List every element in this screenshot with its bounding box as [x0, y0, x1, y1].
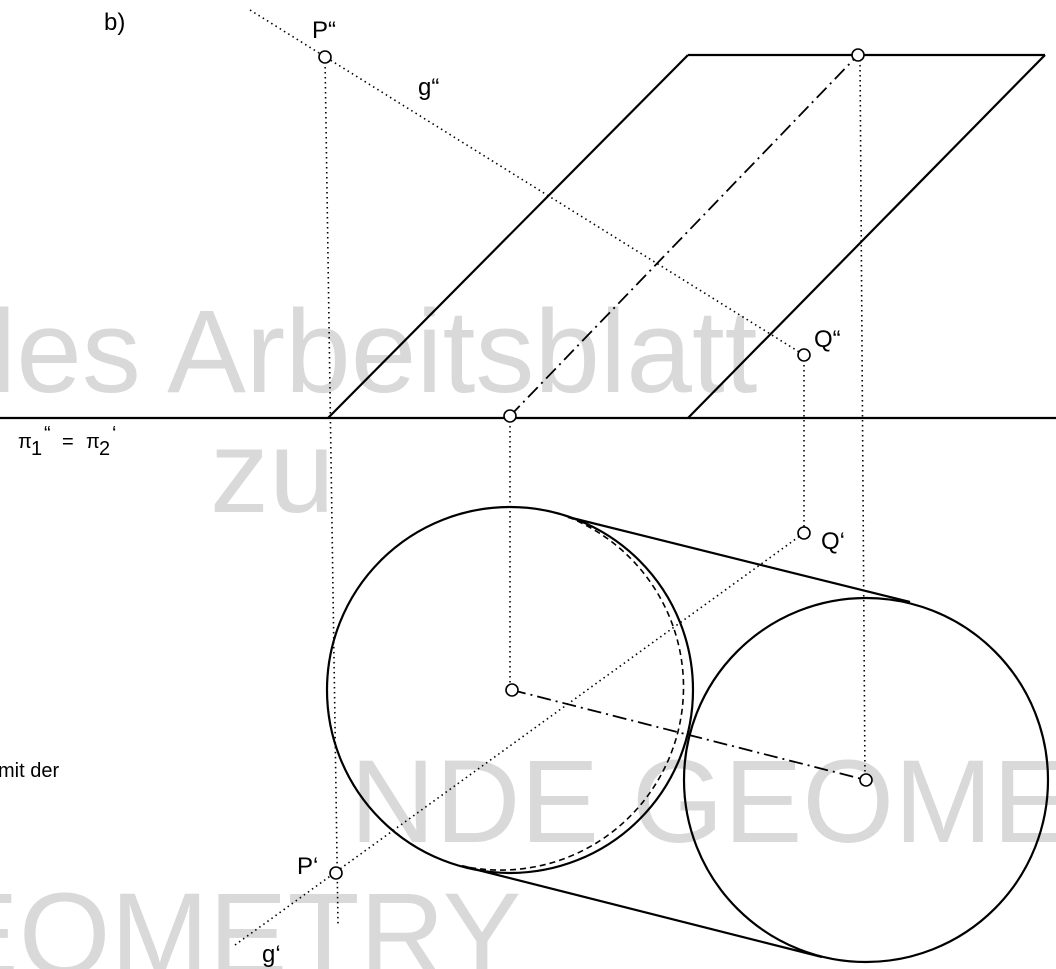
cylinder-top-axis	[511, 689, 867, 781]
point-axis-bottom-front	[503, 409, 517, 423]
point-p-front	[318, 50, 332, 64]
cylinder-front-right-edge	[687, 54, 1046, 419]
watermark-line1: les Arbeitsblatt	[0, 286, 757, 418]
cylinder-top-tangent-lower	[461, 864, 823, 959]
point-q-top	[797, 526, 811, 540]
label-p-front: P“	[312, 17, 336, 44]
axis-label-mark1: “	[44, 423, 51, 445]
axis-label-sub2: 2	[99, 438, 110, 460]
point-axis-bottom-top	[505, 683, 519, 697]
axis-label-mark2: ‘	[112, 423, 116, 445]
cylinder-top-tangent-upper	[567, 515, 911, 604]
ordinal-line-axis-top	[859, 54, 866, 781]
base-circle-top	[682, 596, 1050, 964]
cylinder-front-left-edge	[327, 54, 689, 419]
point-q-front	[797, 348, 811, 362]
point-p-top	[329, 866, 343, 880]
base-circle-hidden-arc	[461, 516, 685, 871]
axis-label-pi1: π	[18, 431, 32, 453]
axis-label-pi2: π	[86, 431, 100, 453]
part-label: b)	[104, 9, 125, 36]
line-g-top	[234, 532, 805, 946]
label-q-top: Q‘	[821, 528, 845, 555]
side-text: mit der	[0, 760, 59, 782]
point-axis-top-front	[851, 48, 865, 62]
label-g-front: g“	[418, 74, 439, 101]
line-g-front	[249, 9, 805, 356]
axis-label-sub1: 1	[31, 438, 42, 460]
point-axis-top-top	[859, 773, 873, 787]
label-q-front: Q“	[814, 326, 841, 353]
label-g-top: g‘	[262, 941, 281, 968]
cylinder-front-axis	[509, 54, 859, 417]
watermark-line2: zu	[210, 406, 335, 538]
watermark-line3: NDE GEOMETRIE	[350, 736, 1056, 868]
label-p-top: P‘	[297, 853, 318, 880]
axis-label-equals: =	[62, 431, 74, 453]
